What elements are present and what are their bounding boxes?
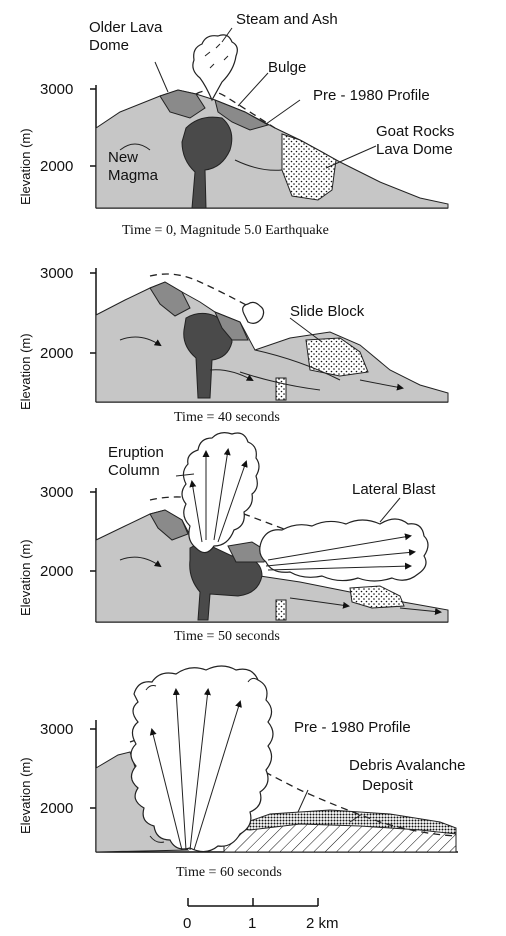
- leader-pre1980: [266, 100, 300, 124]
- tick-3000: 3000: [40, 721, 73, 738]
- tick-3000: 3000: [40, 484, 73, 501]
- label-column: Column: [108, 462, 160, 479]
- y-axis-label: Elevation (m): [18, 539, 33, 616]
- label-new: New: [108, 149, 138, 166]
- y-axis-label: Elevation (m): [18, 757, 33, 834]
- label-dome: Dome: [89, 37, 129, 54]
- caption-time-40: Time = 40 seconds: [174, 410, 280, 425]
- tick-3000: 3000: [40, 81, 73, 98]
- label-magma: Magma: [108, 167, 159, 184]
- volcano-cone: [96, 282, 448, 402]
- leader-older-dome: [155, 62, 168, 92]
- label-bulge: Bulge: [268, 59, 306, 76]
- tick-2000: 2000: [40, 800, 73, 817]
- scale-1: 1: [248, 915, 256, 932]
- label-older-lava: Older Lava: [89, 19, 163, 36]
- caption-time-50: Time = 50 seconds: [174, 629, 280, 644]
- y-axis-label: Elevation (m): [18, 333, 33, 410]
- label-deposit: Deposit: [362, 777, 414, 794]
- panel-time-60: Elevation (m) 3000 2000 Pre - 1980 Profi…: [18, 666, 465, 880]
- panel-time-40: Elevation (m) 3000 2000 Slide Block Time…: [18, 265, 448, 425]
- slide-block-deposit: [306, 338, 368, 376]
- lateral-blast-cloud: [260, 519, 428, 581]
- caption-time-60: Time = 60 seconds: [176, 865, 282, 880]
- scale-bar: 0 1 2 km: [183, 898, 339, 932]
- leader-goat-rocks: [326, 146, 376, 168]
- scale-0: 0: [183, 915, 191, 932]
- label-slide-block: Slide Block: [290, 303, 365, 320]
- panel-time-50: Elevation (m) 3000 2000 Eruption Column: [18, 433, 448, 644]
- tick-3000: 3000: [40, 265, 73, 282]
- label-debris-avalanche: Debris Avalanche: [349, 757, 465, 774]
- label-lava-dome: Lava Dome: [376, 141, 453, 158]
- leader-pre1980: [298, 790, 308, 812]
- tick-2000: 2000: [40, 563, 73, 580]
- scale-2km: 2 km: [306, 915, 339, 932]
- leader-bulge: [238, 73, 268, 106]
- label-pre1980: Pre - 1980 Profile: [313, 87, 430, 104]
- tick-2000: 2000: [40, 345, 73, 362]
- label-pre1980: Pre - 1980 Profile: [294, 719, 411, 736]
- caption-time-0: Time = 0, Magnitude 5.0 Earthquake: [122, 223, 329, 238]
- tick-2000: 2000: [40, 158, 73, 175]
- steam-ash-plume: [193, 35, 237, 100]
- small-plume: [243, 302, 264, 323]
- label-lateral-blast: Lateral Blast: [352, 481, 436, 498]
- leader-lateral-blast: [380, 498, 400, 522]
- panel-time-0: Elevation (m) 3000 2000 Older Lava Dome …: [18, 11, 454, 238]
- label-goat-rocks: Goat Rocks: [376, 123, 454, 140]
- label-eruption: Eruption: [108, 444, 164, 461]
- label-steam-ash: Steam and Ash: [236, 11, 338, 28]
- y-axis-label: Elevation (m): [18, 128, 33, 205]
